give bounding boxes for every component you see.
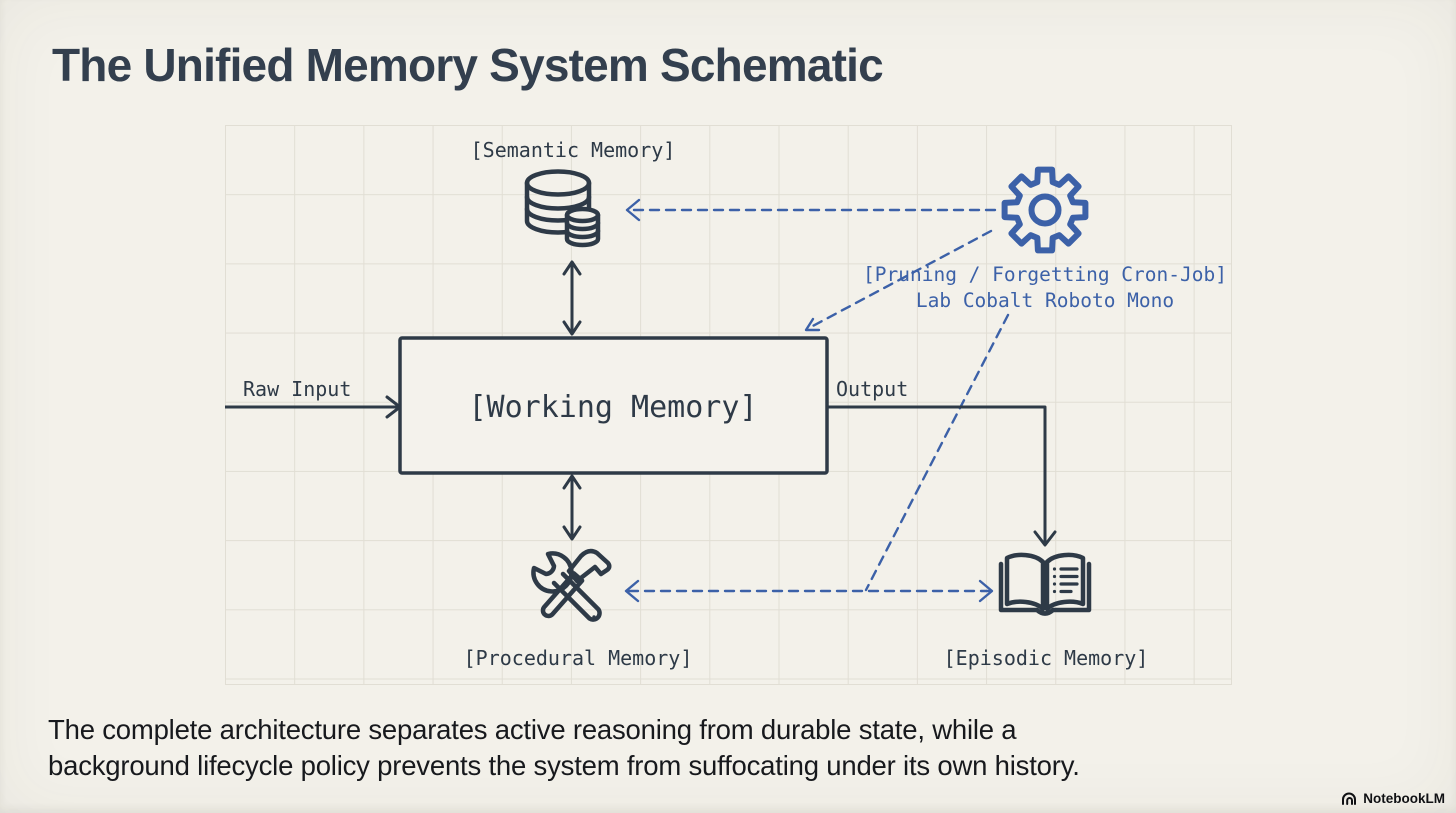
- procedural-episodic-arrow: [624, 579, 994, 603]
- pruning-to-lifecycle-line: [864, 313, 1010, 592]
- episodic-memory-label: [Episodic Memory]: [944, 646, 1149, 670]
- working-procedural-arrow: [562, 474, 582, 541]
- pruning-job-label-line1: [Pruning / Forgetting Cron-Job]: [863, 263, 1227, 286]
- caption: The complete architecture separates acti…: [48, 712, 1080, 783]
- working-semantic-arrow: [562, 260, 582, 336]
- database-icon: [524, 169, 601, 248]
- caption-line-1: The complete architecture separates acti…: [48, 714, 1017, 745]
- notebooklm-logo-icon: [1342, 792, 1357, 805]
- semantic-memory-label: [Semantic Memory]: [471, 138, 676, 162]
- pruning-to-semantic-arrow: [625, 198, 997, 222]
- page-title: The Unified Memory System Schematic: [52, 39, 884, 91]
- output-arrow: [825, 405, 1057, 547]
- diagram-panel: [Working Memory] Raw Input Output [Seman…: [225, 125, 1232, 685]
- watermark-brand-label: NotebookLM: [1363, 791, 1445, 806]
- open-book-icon: [998, 552, 1092, 616]
- working-memory-label: [Working Memory]: [469, 390, 758, 425]
- output-label: Output: [836, 377, 908, 401]
- working-memory-node: [Working Memory]: [398, 336, 829, 475]
- notebooklm-watermark: NotebookLM: [1341, 791, 1445, 806]
- gear-icon: [1001, 166, 1089, 254]
- raw-input-label: Raw Input: [243, 377, 351, 401]
- pruning-to-working-arrow: [804, 229, 993, 332]
- pruning-job-label-line2: Lab Cobalt Roboto Mono: [916, 289, 1174, 312]
- crossed-tools-icon: [531, 548, 612, 622]
- caption-line-2: background lifecycle policy prevents the…: [48, 749, 1080, 781]
- schematic-diagram: [Working Memory] Raw Input Output [Seman…: [225, 138, 1227, 670]
- procedural-memory-label: [Procedural Memory]: [464, 646, 693, 670]
